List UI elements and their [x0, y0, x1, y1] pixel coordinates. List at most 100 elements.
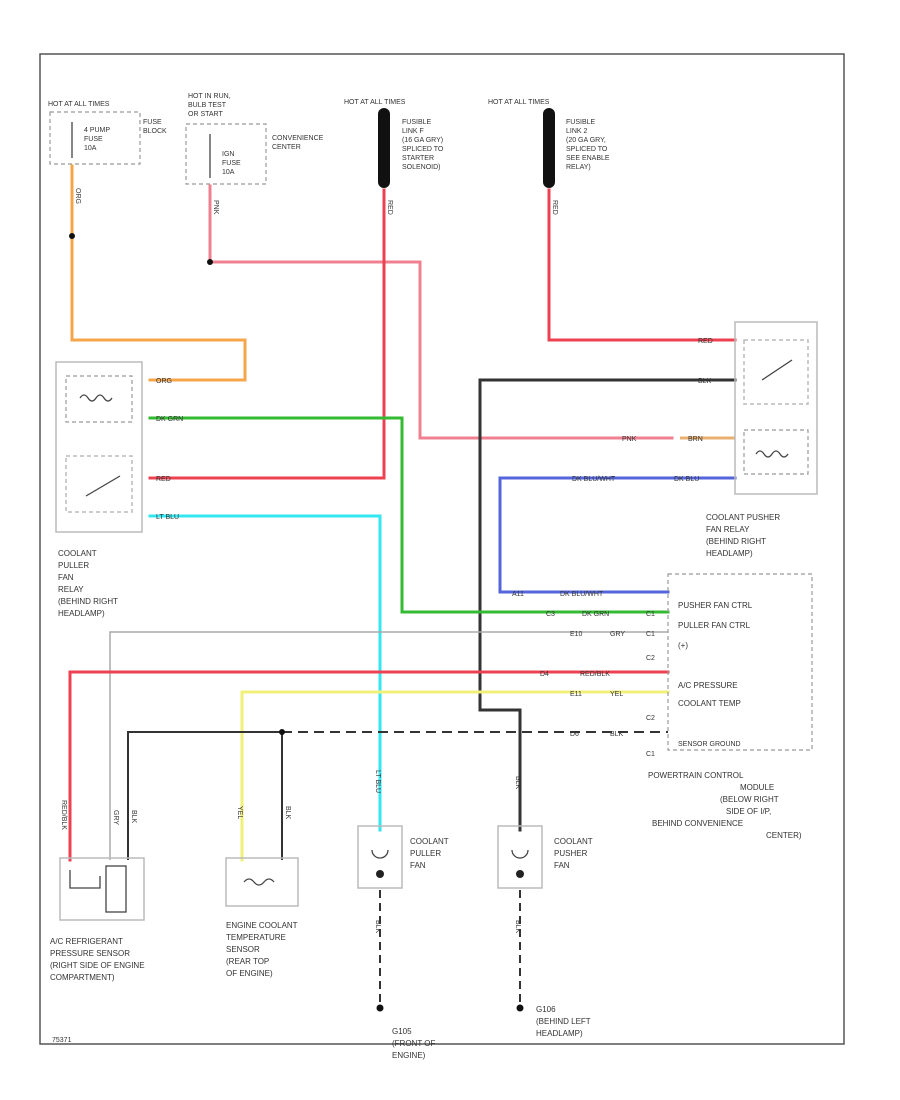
label-right-dkblu: DK BLU — [674, 476, 699, 483]
puller-fan-icon — [376, 870, 384, 878]
label-right-blk: BLK — [698, 378, 712, 385]
label-ect-yel: YEL — [236, 806, 243, 819]
wire-blk-pusher — [478, 378, 737, 832]
puller-relay-switch-box — [65, 455, 133, 513]
label-right-red: RED — [698, 338, 713, 345]
label-left-dkgrn: DK GRN — [156, 416, 183, 423]
switch-symbol-1 — [85, 475, 121, 497]
wire-pnk — [208, 184, 674, 440]
label-right-pnk: PNK — [622, 436, 637, 443]
pusher-relay-coil — [743, 429, 809, 475]
label-right-brn: BRN — [688, 436, 703, 443]
ect-sensor-symbol — [243, 878, 275, 886]
pcm-pin-1: A11 — [512, 591, 524, 598]
splice-pnk — [207, 259, 213, 265]
ac-sensor-symbol — [69, 870, 101, 889]
puller-fan-motor-symbol — [371, 849, 389, 859]
pcm-coolant-temp: COOLANT TEMP — [678, 699, 741, 708]
pcm-plus: (+) — [678, 641, 688, 650]
pcm-c2: C2 — [646, 655, 655, 662]
pcm-pin-3: E10 — [570, 631, 583, 638]
pcm-pin-4-wire: RED/BLK — [580, 671, 610, 678]
pcm-c1c: C1 — [646, 751, 655, 758]
label-puller-ltblu: LT BLU — [374, 770, 381, 793]
label-ect-blk: BLK — [284, 806, 291, 820]
diagram-border — [39, 53, 845, 1045]
label-pnk-top: PNK — [212, 200, 219, 215]
pcm-sensor-ground: SENSOR GROUND — [678, 741, 741, 748]
label-red-top2: RED — [551, 200, 558, 215]
pcm-pusher-ctrl: PUSHER FAN CTRL — [678, 601, 753, 610]
switch-symbol-2 — [761, 359, 793, 381]
ac-sensor-element — [105, 865, 127, 913]
wire-yel — [240, 690, 670, 862]
label-gnd1-blk: BLK — [374, 920, 381, 934]
pcm-c1: C1 — [646, 611, 655, 618]
splice-org — [69, 233, 75, 239]
puller-relay-box — [55, 361, 143, 533]
wire-red-2 — [547, 188, 737, 342]
puller-relay-coil — [65, 375, 133, 423]
wire-org — [70, 164, 247, 382]
pusher-fan-icon — [516, 870, 524, 878]
wire-ltblu — [148, 514, 382, 832]
label-red-top1: RED — [386, 200, 393, 215]
pcm-pin-5-wire: YEL — [610, 691, 623, 698]
wire-gry — [109, 631, 668, 860]
pcm-c2b: C2 — [646, 715, 655, 722]
label-pusher-blk: BLK — [514, 776, 521, 790]
pusher-fan-motor-symbol — [511, 849, 529, 859]
label-sensor-red-blk: RED/BLK — [60, 800, 67, 830]
hot-all-times-3-label: HOT AT ALL TIMES — [488, 99, 550, 106]
label-gnd2-blk: BLK — [514, 920, 521, 934]
pcm-pin-1-wire: DK BLU/WHT — [560, 591, 604, 598]
label-sensor-gry: GRY — [112, 810, 119, 825]
coil-symbol-2 — [755, 450, 789, 458]
ac-sensor-box — [59, 857, 145, 921]
pusher-relay-switch-box — [743, 339, 809, 405]
pcm-pin-6-wire: BLK — [610, 731, 624, 738]
ground-g105 — [376, 1004, 384, 1012]
fuse-block-1-outline — [49, 111, 141, 165]
hot-all-times-1-label: HOT AT ALL TIMES — [48, 101, 110, 108]
pcm-ac-pressure: A/C PRESSURE — [678, 681, 738, 690]
footer-code: 75371 — [52, 1037, 72, 1044]
label-left-ltblu: LT BLU — [156, 514, 179, 521]
ect-sensor-box — [225, 857, 299, 907]
pcm-pin-6: D6 — [570, 731, 579, 738]
pcm-c1b: C1 — [646, 631, 655, 638]
pusher-relay-box — [734, 321, 818, 495]
pusher-fan-box — [497, 825, 543, 889]
pcm-outline — [667, 573, 813, 751]
fusible-link-2-body — [543, 108, 555, 188]
wire-dkgrn — [148, 416, 670, 614]
pcm-pin-5: E11 — [570, 691, 582, 698]
label-sensor-blk: BLK — [130, 810, 137, 824]
pcm-pin-3-wire: GRY — [610, 631, 625, 638]
fusible-link-1-body — [378, 108, 390, 188]
label-left-org: ORG — [156, 378, 172, 385]
puller-fan-box — [357, 825, 403, 889]
label-org-top: ORG — [74, 188, 81, 204]
wire-dkblu — [498, 476, 737, 594]
